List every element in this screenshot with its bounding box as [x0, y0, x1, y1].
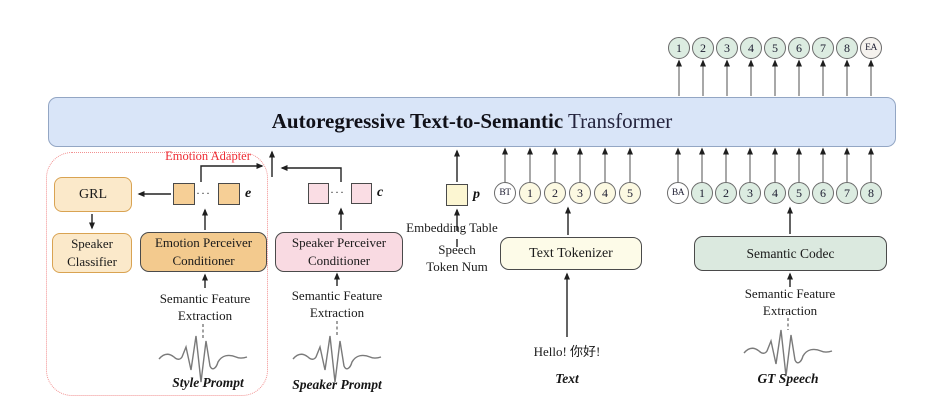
text-sample: Hello! 你好!: [533, 344, 601, 359]
emotion-embedding-square-2: [218, 183, 240, 205]
speaker-perceiver-conditioner-block: Speaker Perceiver Conditioner: [275, 232, 403, 272]
grl-block: GRL: [54, 177, 132, 212]
output-token-5: 5: [764, 37, 786, 59]
sfe-speaker-label: Semantic Feature Extraction: [291, 288, 383, 320]
text-token-4: 4: [594, 182, 616, 204]
output-token-4: 4: [740, 37, 762, 59]
e-vector-label: e: [245, 186, 252, 201]
style-prompt-waveform-icon: [158, 335, 248, 383]
semantic-token-2: 2: [715, 182, 737, 204]
p-vector-label: p: [473, 187, 480, 202]
output-token-EA: EA: [860, 37, 882, 59]
semantic-token-8: 8: [860, 182, 882, 204]
output-token-2: 2: [692, 37, 714, 59]
sfe-gt-label: Semantic Feature Extraction: [744, 286, 836, 318]
semantic-token-6: 6: [812, 182, 834, 204]
semantic-token-3: 3: [739, 182, 761, 204]
emotion-adapter-group: [46, 152, 268, 396]
gt-speech-waveform-icon: [743, 329, 833, 377]
output-token-8: 8: [836, 37, 858, 59]
output-token-1: 1: [668, 37, 690, 59]
output-token-7: 7: [812, 37, 834, 59]
sfe-style-label: Semantic Feature Extraction: [159, 291, 251, 323]
semantic-token-7: 7: [836, 182, 858, 204]
semantic-token-BA: BA: [667, 182, 689, 204]
embedding-table-label: Embedding Table: [406, 220, 498, 235]
transformer-title-main: Autoregressive Text-to-Semantic: [271, 109, 564, 133]
speech-token-num-label: Speech Token Num: [426, 242, 488, 274]
transformer-block: Autoregressive Text-to-Semantic Transfor…: [48, 97, 896, 147]
emotion-adapter-label: Emotion Adapter: [165, 149, 251, 163]
speaker-classifier-block: Speaker Classifier: [52, 233, 132, 273]
c-vector-label: c: [377, 185, 384, 200]
text-tokenizer-block: Text Tokenizer: [500, 237, 642, 270]
text-label: Text: [555, 371, 579, 386]
speaker-prompt-label: Speaker Prompt: [292, 377, 382, 392]
text-token-2: 2: [544, 182, 566, 204]
transformer-title-sub: Transformer: [568, 109, 673, 133]
emotion-embedding-square-1: [173, 183, 195, 205]
text-token-BT: BT: [494, 182, 516, 204]
semantic-codec-block: Semantic Codec: [694, 236, 887, 271]
semantic-token-1: 1: [691, 182, 713, 204]
speaker-embedding-square-1: [308, 183, 329, 204]
output-token-6: 6: [788, 37, 810, 59]
speaker-prompt-waveform-icon: [292, 335, 382, 383]
semantic-token-4: 4: [764, 182, 786, 204]
style-prompt-label: Style Prompt: [172, 375, 244, 390]
speaker-embedding-square-2: [351, 183, 372, 204]
emotion-embedding-ellipsis: ···: [196, 186, 211, 200]
gt-speech-label: GT Speech: [757, 371, 819, 386]
text-token-1: 1: [519, 182, 541, 204]
p-embedding-square: [446, 184, 468, 206]
speaker-embedding-ellipsis: ···: [330, 185, 345, 199]
semantic-token-5: 5: [788, 182, 810, 204]
output-token-3: 3: [716, 37, 738, 59]
text-token-5: 5: [619, 182, 641, 204]
emotion-perceiver-conditioner-block: Emotion Perceiver Conditioner: [140, 232, 267, 272]
text-token-3: 3: [569, 182, 591, 204]
